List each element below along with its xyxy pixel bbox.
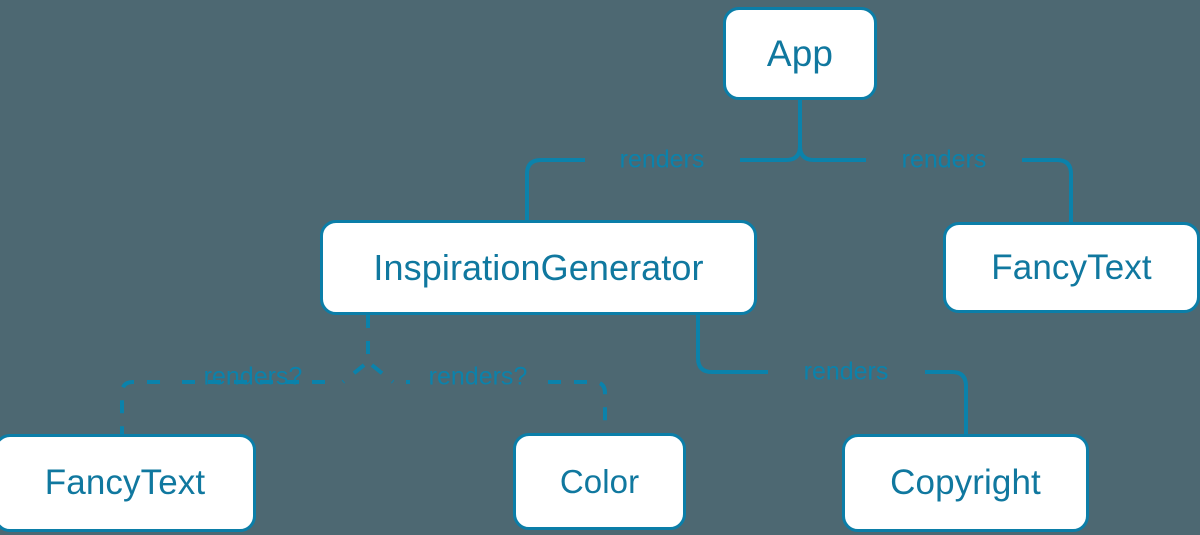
edge-label-inspiration-to-color: renders? (428, 362, 528, 391)
node-color[interactable]: Color (513, 433, 686, 530)
node-inspiration-generator-label: InspirationGenerator (373, 246, 704, 288)
edge-label-inspiration-to-copyright: renders (803, 357, 889, 386)
node-fancytext-right-label: FancyText (991, 247, 1152, 287)
node-fancytext-right[interactable]: FancyText (943, 222, 1200, 313)
edge-inspiration-to-color (366, 315, 607, 433)
node-app[interactable]: App (723, 7, 877, 100)
edge-inspiration-to-copyright (696, 315, 968, 434)
edge-label-app-to-inspiration: renders (619, 145, 705, 174)
node-app-label: App (766, 32, 834, 74)
node-color-label: Color (559, 462, 640, 500)
node-fancytext-left-label: FancyText (44, 463, 206, 502)
edge-inspiration-to-fancytext-left (120, 315, 370, 434)
edge-label-app-to-fancytext: renders (901, 145, 987, 174)
node-inspiration-generator[interactable]: InspirationGenerator (320, 220, 757, 315)
node-fancytext-left[interactable]: FancyText (0, 434, 256, 532)
node-copyright-label: Copyright (890, 463, 1041, 502)
edge-label-inspiration-to-fancytext: renders? (203, 362, 303, 391)
edge-app-to-fancytext (798, 100, 1073, 222)
node-copyright[interactable]: Copyright (842, 434, 1089, 532)
